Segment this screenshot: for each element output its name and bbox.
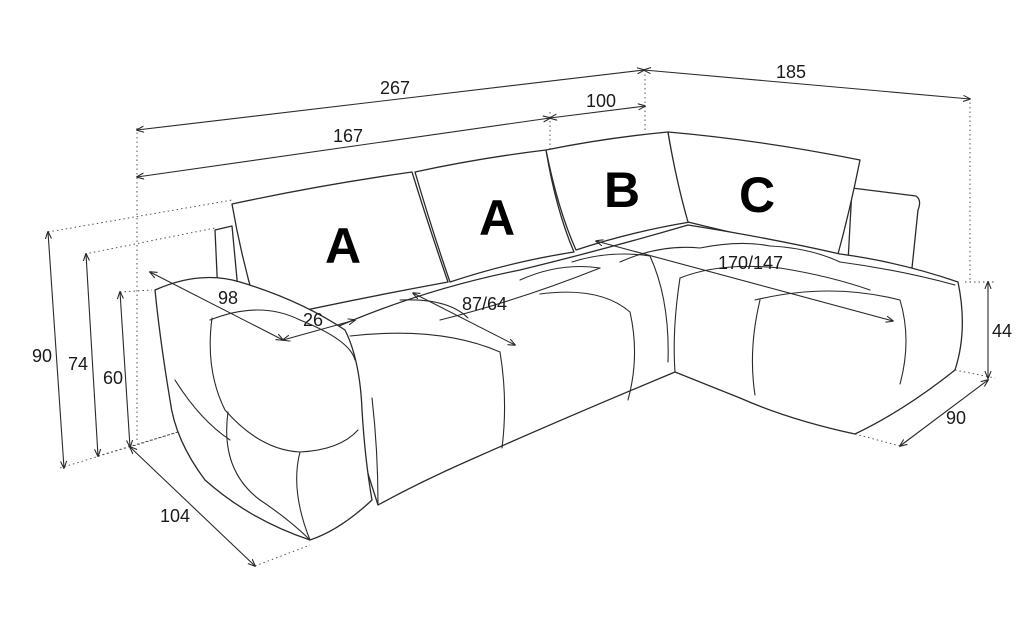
dim-chaise-length: 185: [776, 62, 806, 82]
dim-height-seat: 60: [103, 368, 123, 388]
dim-height-back: 90: [32, 346, 52, 366]
dim-armrest-depth: 98: [218, 288, 238, 308]
cushion-label-a2: A: [479, 190, 515, 246]
dim-total-width: 267: [380, 78, 410, 98]
dim-height-armrest: 74: [68, 354, 88, 374]
dim-armrest-width: 26: [303, 310, 323, 330]
dim-seat-depth: 87/64: [462, 294, 507, 314]
dimension-labels: 267 185 167 100 90 74 60 104 98 26 87/64…: [32, 62, 1012, 526]
dim-chaise-height: 44: [992, 321, 1012, 341]
cushion-label-b: B: [604, 162, 640, 218]
left-armrest: [154, 276, 373, 541]
cushion-label-c: C: [739, 167, 775, 223]
dim-seat-section: 167: [333, 126, 363, 146]
dim-depth: 104: [160, 506, 190, 526]
dim-chaise-width: 90: [946, 408, 966, 428]
dim-corner-section: 100: [586, 91, 616, 111]
chaise-side-back: [847, 187, 921, 269]
dim-sleeping-length: 170/147: [718, 253, 783, 273]
cushion-labels: A A B C: [325, 162, 775, 274]
dimension-lines: [48, 70, 988, 566]
cushion-label-a1: A: [325, 218, 361, 274]
